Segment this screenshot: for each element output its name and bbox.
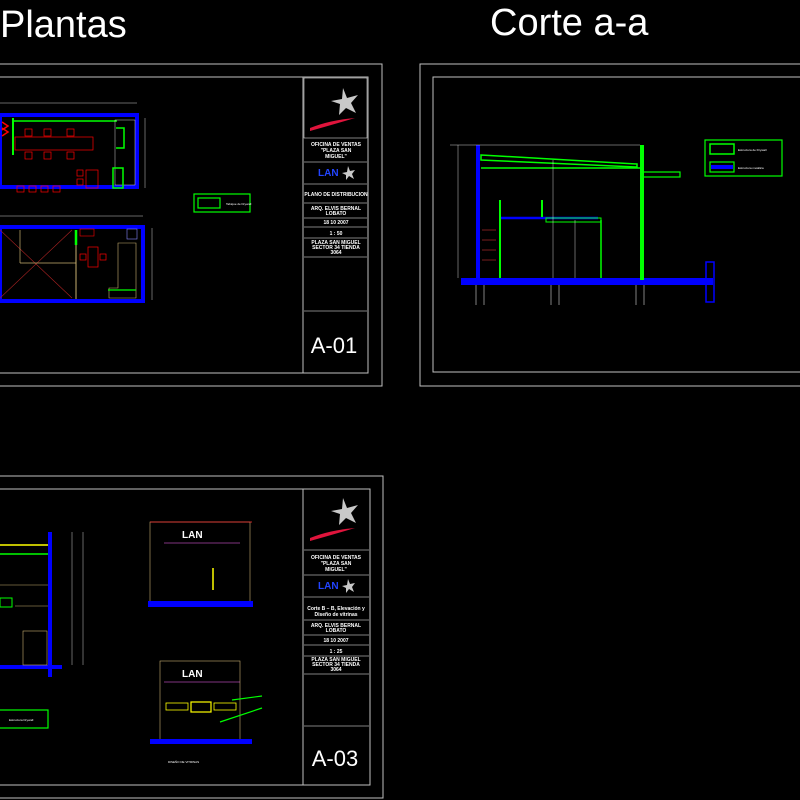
drawing-title-2: Diseño de vitrinas xyxy=(314,612,357,618)
title-block-a03: OFICINA DE VENTAS "PLAZA SAN MIGUEL" LAN… xyxy=(302,488,371,786)
project-name-3: MIGUEL" xyxy=(325,154,347,160)
storefront-elevation: LAN DISEÑO DE VITRINAS xyxy=(148,521,253,607)
location-2: SECTOR 34 TIENDA xyxy=(312,662,360,668)
date: 18 10 2007 xyxy=(323,220,348,226)
legend-label: Estructura Drywall xyxy=(9,718,34,722)
project-name-2: "PLAZA SAN xyxy=(321,148,352,154)
legend-metal: Estructura metálica xyxy=(738,166,764,170)
legend-drywall: Estructura de Drywall xyxy=(738,148,767,152)
section-drawing xyxy=(450,144,715,305)
location-2: SECTOR 34 TIENDA xyxy=(312,245,360,251)
sheet-number: A-01 xyxy=(311,333,357,358)
location-3: 3064 xyxy=(330,250,341,256)
location: PLAZA SAN MIGUEL xyxy=(311,657,360,663)
drywall-legend: Tabique de Drywall xyxy=(193,193,252,213)
architect-2: LOBATO xyxy=(326,628,347,634)
floor-plan-1 xyxy=(0,102,146,193)
sheet-corte: Estructura de Drywall Estructura metálic… xyxy=(419,63,800,387)
showcase-design: LAN DISEÑO DE VITRINAS xyxy=(150,660,263,764)
plantas-title: Plantas xyxy=(0,4,127,46)
location-3: 3064 xyxy=(330,667,341,673)
sheet-a03: Estructura Drywall LAN DISEÑO DE VITRINA… xyxy=(0,475,384,799)
project-name-2: "PLAZA SAN xyxy=(321,561,352,567)
location: PLAZA SAN MIGUEL xyxy=(311,240,360,246)
project-name: OFICINA DE VENTAS xyxy=(311,555,362,561)
architect-2: LOBATO xyxy=(326,211,347,217)
showcase-caption: DISEÑO DE VITRINAS xyxy=(168,759,199,764)
lan-sign: LAN xyxy=(182,530,203,541)
lan-logo: LAN xyxy=(318,168,339,179)
project-name-3: MIGUEL" xyxy=(325,567,347,573)
title-block-a01: OFICINA DE VENTAS "PLAZA SAN MIGUEL" LAN… xyxy=(302,76,369,374)
legend-label: Tabique de Drywall xyxy=(226,202,252,206)
sheet-a01: Tabique de Drywall OFICINA DE VENTAS "PL… xyxy=(0,63,383,387)
lan-star-logo xyxy=(331,498,358,525)
architect: ARQ. ELVIS BERNAL xyxy=(311,206,361,212)
project-name: OFICINA DE VENTAS xyxy=(311,142,362,148)
drawing-title: Corte B – B, Elevación y xyxy=(307,606,365,612)
lan-sign-2: LAN xyxy=(182,669,203,680)
corte-legend: Estructura de Drywall Estructura metálic… xyxy=(704,139,783,177)
lan-star-logo xyxy=(331,88,358,115)
sheet-number: A-03 xyxy=(312,746,358,771)
scale: 1 : 50 xyxy=(330,231,343,237)
section-b-b: Estructura Drywall xyxy=(0,532,84,729)
architect: ARQ. ELVIS BERNAL xyxy=(311,623,361,629)
scale: 1 : 25 xyxy=(330,649,343,655)
corte-title: Corte a-a xyxy=(490,2,649,44)
floor-plan-2 xyxy=(0,215,153,303)
date: 18 10 2007 xyxy=(323,638,348,644)
drawing-title: PLANO DE DISTRIBUCION xyxy=(304,192,368,198)
lan-logo: LAN xyxy=(318,581,339,592)
